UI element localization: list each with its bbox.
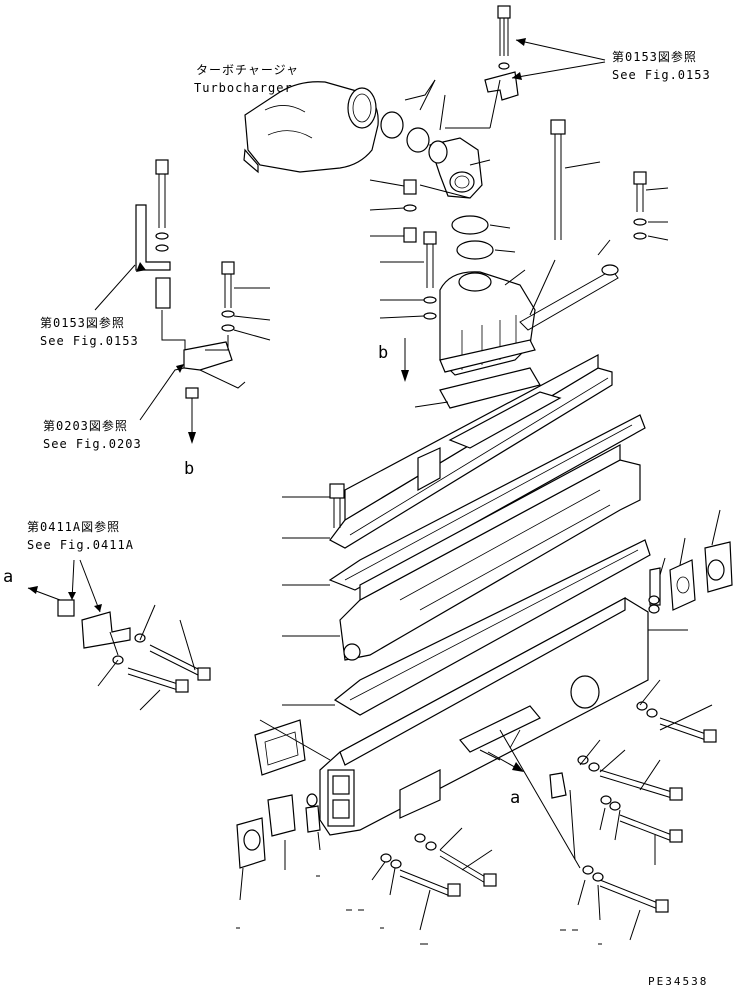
ref-0203-jp: 第0203図参照 xyxy=(43,418,128,433)
ref-0411a-jp: 第0411A図参照 xyxy=(27,519,120,534)
left-bracket-group xyxy=(135,159,246,399)
marker-a-left: a xyxy=(3,567,13,587)
ref-0153-top-jp: 第0153図参照 xyxy=(612,49,697,64)
a-arrow-left xyxy=(27,586,102,612)
turbo-label-en: Turbocharger xyxy=(194,81,293,95)
gasket-lower xyxy=(333,539,651,716)
b-arrow-top xyxy=(401,338,409,382)
top-bracket xyxy=(484,5,519,101)
long-bolts-lower xyxy=(380,833,497,897)
marker-b-left: b xyxy=(184,459,194,479)
ref-0153-top-en: See Fig.0153 xyxy=(612,68,711,82)
ref-arrow-0203 xyxy=(176,364,184,373)
intake-manifold xyxy=(439,271,536,376)
long-bolts-left xyxy=(112,633,211,693)
leader-lines xyxy=(71,79,721,941)
dash-marks xyxy=(236,875,602,945)
ref-0203-en: See Fig.0203 xyxy=(43,437,142,451)
ref-0153-left-en: See Fig.0153 xyxy=(40,334,139,348)
right-small-bolt xyxy=(633,171,647,240)
a-arrow-right xyxy=(487,751,524,772)
long-bolts-right xyxy=(577,701,717,913)
ref-0153-left-jp: 第0153図参照 xyxy=(40,315,125,330)
left-lower-flanges xyxy=(236,719,321,869)
upper-cover xyxy=(329,353,613,549)
o-rings-mid xyxy=(451,215,494,260)
turbocharger-part xyxy=(243,81,379,174)
drawing-code: PE34538 xyxy=(648,975,708,988)
b-arrow-left xyxy=(188,398,196,444)
cover-bolt xyxy=(329,483,345,528)
core-housing xyxy=(339,443,641,661)
marker-b-top: b xyxy=(378,343,388,363)
turbo-label-jp: ターボチャージャ xyxy=(196,63,299,77)
lower-case xyxy=(319,596,649,836)
gasket-upper xyxy=(328,414,646,591)
bracket-a-parts xyxy=(57,599,131,649)
ref-arrow-0153-left xyxy=(136,262,146,272)
stud-fastener-column xyxy=(403,179,437,320)
breather-pipe xyxy=(519,264,619,331)
right-flange-parts xyxy=(648,541,733,614)
elbow-connector xyxy=(428,137,483,199)
ref-0411a-en: See Fig.0411A xyxy=(27,538,134,552)
sensor-part xyxy=(549,772,567,799)
long-bolt-top xyxy=(550,119,566,240)
marker-a-right: a xyxy=(510,788,520,808)
ref-arrows-top xyxy=(511,38,606,80)
turbo-gasket-rings xyxy=(380,79,436,153)
